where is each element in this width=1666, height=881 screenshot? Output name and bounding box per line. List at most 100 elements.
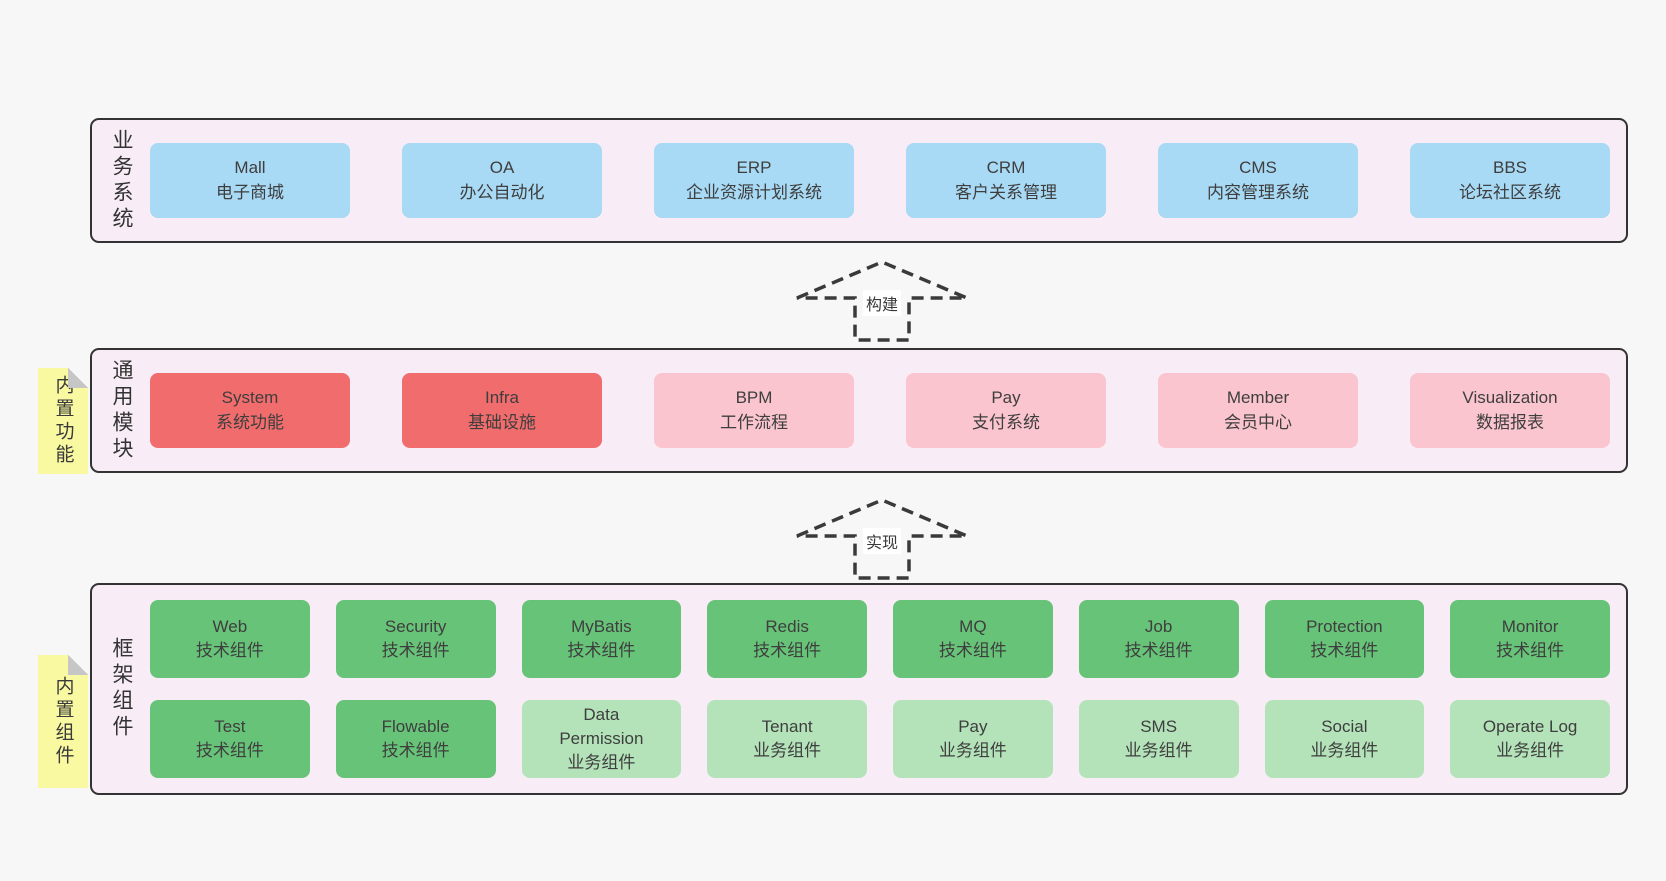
module-box-system: System 系统功能: [150, 373, 350, 448]
module-name: Protection: [1306, 616, 1383, 636]
module-box-data-permission: Data Permission 业务组件: [521, 700, 682, 778]
module-name: Social: [1321, 716, 1368, 736]
module-desc: 技术组件: [1124, 641, 1193, 660]
module-desc: 论坛社区系统: [1459, 182, 1561, 202]
module-name: SMS: [1140, 716, 1178, 736]
module-desc: 客户关系管理: [955, 182, 1057, 202]
module-desc: 基础设施: [468, 412, 536, 432]
module-box-job: Job 技术组件: [1078, 600, 1239, 678]
module-desc: 工作流程: [720, 412, 788, 432]
arrow-build-label: 构建: [862, 290, 902, 316]
module-desc: 支付系统: [972, 412, 1040, 432]
module-name: BBS: [1492, 158, 1528, 178]
module-name: Pay: [958, 716, 988, 736]
module-desc: 办公自动化: [459, 182, 545, 202]
arrow-implement-label: 实现: [862, 528, 902, 554]
module-box-sms: SMS 业务组件: [1078, 700, 1239, 778]
band-row: System 系统功能 Infra 基础设施 BPM 工作流程 Pay 支付系统 Member 会…: [150, 373, 1610, 448]
module-desc: 技术组件: [753, 641, 822, 660]
module-box-erp: ERP 企业资源计划系统: [654, 143, 854, 218]
module-desc: 业务组件: [1310, 741, 1379, 760]
module-desc: 技术组件: [1496, 641, 1565, 660]
sticky-built-in-features: 内置功能: [38, 368, 88, 474]
module-name: Web: [212, 616, 248, 636]
module-name: Infra: [484, 388, 520, 408]
band-common-modules: 通用模块 System 系统功能 Infra 基础设施 BPM 工作流程 Pay 支付系统 Me…: [90, 348, 1628, 473]
module-desc: 技术组件: [381, 641, 450, 660]
module-box-bpm: BPM 工作流程: [654, 373, 854, 448]
module-box-flowable: Flowable 技术组件: [335, 700, 496, 778]
arrow-build: 构建: [787, 256, 977, 344]
module-name: Monitor: [1501, 616, 1559, 636]
module-desc: 技术组件: [195, 641, 264, 660]
module-box-infra: Infra 基础设施: [402, 373, 602, 448]
module-desc: 技术组件: [1310, 641, 1379, 660]
module-desc: 业务组件: [1124, 741, 1193, 760]
module-box-mybatis: MyBatis 技术组件: [521, 600, 682, 678]
module-desc: 企业资源计划系统: [686, 182, 822, 202]
arrow-implement: 实现: [787, 494, 977, 582]
module-name: Flowable: [381, 716, 450, 736]
module-desc: 业务组件: [938, 741, 1007, 760]
module-name: BPM: [735, 388, 773, 408]
module-box-bbs: BBS 论坛社区系统: [1410, 143, 1610, 218]
module-box-mq: MQ 技术组件: [893, 600, 1053, 678]
module-name: Pay: [991, 388, 1021, 408]
band-rows: Mall 电子商城 OA 办公自动化 ERP 企业资源计划系统 CRM 客户关系管理 CMS 内容…: [150, 120, 1626, 241]
band-label-framework-components: 框架组件: [110, 637, 133, 741]
module-name: System: [221, 388, 279, 408]
module-box-member: Member 会员中心: [1158, 373, 1358, 448]
band-rows: System 系统功能 Infra 基础设施 BPM 工作流程 Pay 支付系统 Member 会…: [150, 350, 1626, 471]
module-name: CRM: [986, 158, 1026, 178]
sticky-built-in-components: 内置组件: [38, 655, 88, 788]
module-box-social: Social 业务组件: [1264, 700, 1425, 778]
module-desc: 内容管理系统: [1207, 182, 1309, 202]
module-desc: 技术组件: [938, 641, 1007, 660]
module-box-protection: Protection 技术组件: [1264, 600, 1425, 678]
module-name: Tenant: [761, 716, 813, 736]
module-desc: 数据报表: [1476, 412, 1544, 432]
band-label-common-modules: 通用模块: [110, 358, 133, 463]
module-name: Operate Log: [1482, 716, 1578, 736]
module-desc: 系统功能: [216, 412, 284, 432]
module-name: Visualization: [1462, 388, 1558, 408]
module-box-web: Web 技术组件: [150, 600, 310, 678]
module-name: Job: [1144, 616, 1173, 636]
module-box-mall: Mall 电子商城: [150, 143, 350, 218]
module-name: Member: [1226, 388, 1290, 408]
module-box-security: Security 技术组件: [335, 600, 496, 678]
band-row: Mall 电子商城 OA 办公自动化 ERP 企业资源计划系统 CRM 客户关系管理 CMS 内容…: [150, 143, 1610, 218]
module-box-operate-log: Operate Log 业务组件: [1450, 700, 1610, 778]
module-desc: 技术组件: [195, 741, 264, 760]
module-box-redis: Redis 技术组件: [707, 600, 867, 678]
module-name: ERP: [736, 158, 772, 178]
module-name: Mall: [234, 158, 266, 178]
module-name: MQ: [959, 616, 987, 636]
module-name: CMS: [1239, 158, 1277, 178]
module-desc: 技术组件: [381, 741, 450, 760]
module-box-oa: OA 办公自动化: [402, 143, 602, 218]
module-desc: 技术组件: [567, 641, 636, 660]
module-name: Security: [384, 616, 447, 636]
module-desc: 业务组件: [753, 741, 822, 760]
module-box-crm: CRM 客户关系管理: [906, 143, 1106, 218]
module-name: MyBatis: [571, 616, 632, 636]
module-box-pay: Pay 业务组件: [893, 700, 1053, 778]
module-desc: 业务组件: [567, 753, 636, 773]
module-desc: 会员中心: [1224, 412, 1292, 432]
module-name: Redis: [765, 616, 809, 636]
module-box-tenant: Tenant 业务组件: [707, 700, 867, 778]
module-box-pay: Pay 支付系统: [906, 373, 1106, 448]
module-box-cms: CMS 内容管理系统: [1158, 143, 1358, 218]
module-box-visualization: Visualization 数据报表: [1410, 373, 1610, 448]
module-desc: 业务组件: [1496, 741, 1565, 760]
module-name: Data Permission: [559, 704, 644, 748]
module-name: OA: [489, 158, 515, 178]
module-desc: 电子商城: [216, 182, 284, 202]
